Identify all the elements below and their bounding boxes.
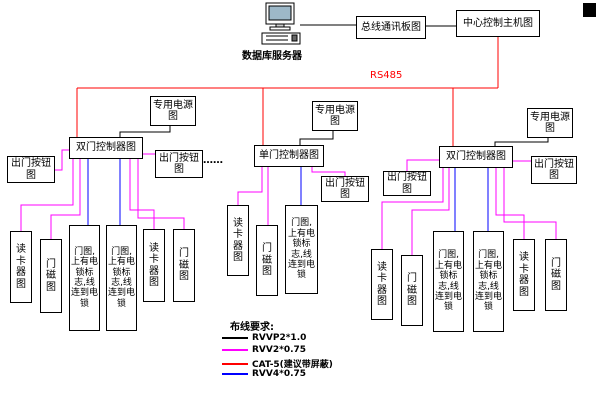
card-reader-4-box: 读卡器图 [371, 249, 393, 320]
wire-power3-controller3 [494, 138, 549, 146]
legend-title: 布线要求: [230, 322, 274, 333]
card-reader-2-box: 读卡器图 [143, 229, 165, 302]
wire-c3-magnet4 [411, 168, 450, 255]
legend-item-rvvp2: RVVP2*1.0 [222, 333, 306, 343]
legend-label: RVV4*0.75 [252, 369, 307, 379]
legend-swatch-magenta [222, 349, 248, 351]
exit-button-5-box: 出门按钮图 [531, 156, 577, 184]
exit-button-4-box: 出门按钮图 [383, 171, 431, 196]
controller-2-box: 单门控制器图 [254, 145, 324, 167]
wire-c2-exit3 [311, 167, 346, 176]
wire-c3-exit4 [406, 159, 439, 171]
signal-wires [20, 149, 557, 255]
central-host-box: 中心控制主机图 [456, 10, 540, 37]
legend-label: RVVP2*1.0 [252, 333, 307, 343]
power-supply-3-box: 专用电源图 [527, 108, 573, 138]
wire-c1-reader2 [129, 159, 155, 229]
door-magnet-4-box: 门磁图 [401, 255, 423, 326]
wire-power1-controller1 [119, 126, 171, 137]
legend-swatch-red [222, 362, 248, 365]
wire-c3-reader4 [381, 168, 444, 249]
power-wires [119, 24, 549, 146]
card-reader-5-box: 读卡器图 [513, 239, 535, 311]
lock-wires [87, 159, 489, 231]
door-magnet-1-box: 门磁图 [40, 239, 62, 313]
computer-icon [261, 2, 301, 45]
legend-label: RVV2*0.75 [252, 345, 307, 355]
legend-item-cat5: CAT-5(建议带屏蔽) [222, 357, 333, 370]
door-lock-1-box: 门图,上有电锁标志,线连到电锁 [69, 225, 100, 331]
controller-1-box: 双门控制器图 [69, 137, 143, 159]
card-reader-3-box: 读卡器图 [227, 205, 249, 276]
rs485-label: RS485 [370, 70, 403, 81]
legend-swatch-black [222, 337, 248, 339]
wire-c2-reader3 [237, 167, 263, 205]
wire-c3-magnet5 [503, 168, 557, 239]
power-supply-1-box: 专用电源图 [150, 96, 196, 126]
wire-power2-controller2 [299, 131, 334, 145]
legend-item-rvv4: RVV4*0.75 [222, 369, 306, 379]
door-lock-5-box: 门图,上有电锁标志,线连到电锁 [473, 231, 504, 332]
exit-button-2-box: 出门按钮图 [155, 150, 203, 178]
exit-button-1-box: 出门按钮图 [7, 156, 55, 183]
wire-c1-exit1 [55, 149, 69, 171]
door-magnet-2-box: 门磁图 [173, 229, 195, 302]
wire-c3-reader5 [495, 168, 525, 239]
door-magnet-3-box: 门磁图 [256, 225, 278, 296]
legend-label: CAT-5(建议带屏蔽) [252, 360, 333, 370]
legend-item-rvv2: RVV2*0.75 [222, 345, 306, 355]
card-reader-1-box: 读卡器图 [10, 231, 32, 303]
corner-black-square [583, 3, 596, 17]
bus-board-box: 总线通讯板图 [356, 16, 426, 39]
door-lock-4-box: 门图,上有电锁标志,线连到电锁 [433, 231, 464, 332]
rs485-wires [76, 37, 499, 146]
door-lock-3-box: 门图,上有电锁标志,线连到电锁 [285, 205, 318, 294]
power-supply-2-box: 专用电源图 [312, 101, 358, 131]
door-magnet-5-box: 门磁图 [545, 239, 567, 311]
wire-c1-magnet2 [137, 159, 185, 229]
door-lock-2-box: 门图,上有电锁标志,线连到电锁 [106, 225, 137, 331]
wire-c1-magnet1 [50, 159, 81, 239]
ellipsis-label: …… [203, 155, 223, 166]
wire-c1-reader1 [20, 159, 74, 231]
exit-button-3-box: 出门按钮图 [321, 176, 369, 202]
server-label: 数据库服务器 [242, 51, 302, 62]
controller-3-box: 双门控制器图 [439, 146, 513, 168]
legend-swatch-blue [222, 373, 248, 375]
